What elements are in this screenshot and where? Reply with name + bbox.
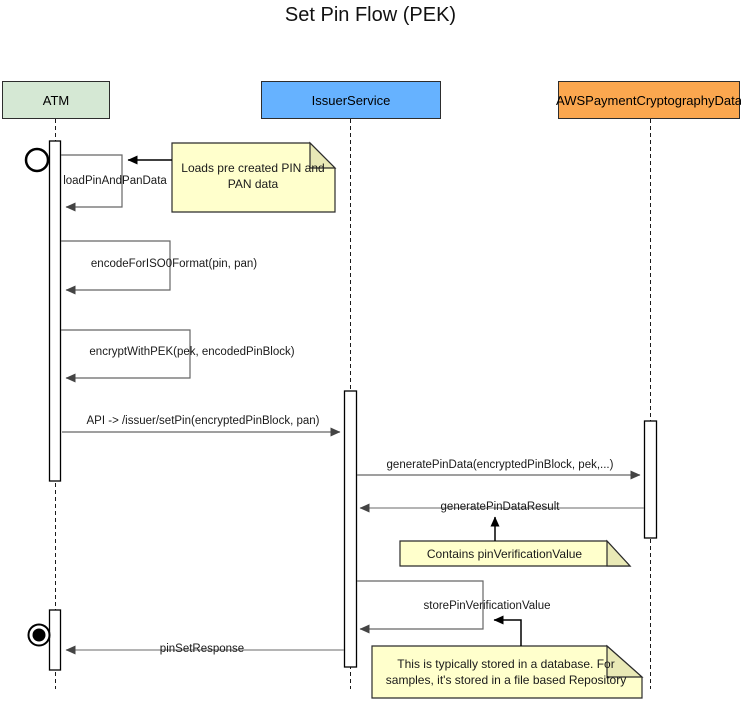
- label-encrypt-with-pek: encryptWithPEK(pek, encodedPinBlock): [89, 346, 295, 358]
- label-generate-pin-data: generatePinData(encryptedPinBlock, pek,.…: [386, 459, 614, 471]
- participant-issuerservice-label: IssuerService: [311, 92, 391, 108]
- activation-bar-issuerservice: [343, 390, 358, 668]
- activation-bar-atm-1: [48, 140, 62, 482]
- participant-aws-label: AWSPaymentCryptographyData: [556, 92, 741, 108]
- label-set-pin-api: API -> /issuer/setPin(encryptedPinBlock,…: [86, 415, 320, 427]
- start-node-circle: [24, 147, 50, 173]
- self-message-load-pin-and-pan-data: [61, 154, 123, 212]
- page-title: Set Pin Flow (PEK): [284, 4, 457, 26]
- note-connector-storage: [493, 615, 522, 646]
- note-load-pin-pan-text: Loads pre created PIN and PAN data: [181, 161, 325, 191]
- self-message-encrypt-with-pek: [61, 329, 191, 383]
- activation-bar-aws: [643, 420, 658, 539]
- label-encode-for-iso0-format: encodeForISO0Format(pin, pan): [90, 258, 258, 270]
- label-store-pin-verification-value: storePinVerificationValue: [423, 600, 551, 612]
- participant-awspaymentcryptographydata: AWSPaymentCryptographyData: [556, 81, 741, 119]
- participant-atm: ATM: [2, 81, 110, 119]
- self-message-encode-for-iso0-format: [61, 240, 171, 295]
- activation-bar-atm-2: [48, 609, 62, 671]
- label-pin-set-response: pinSetResponse: [159, 643, 245, 655]
- note-load-pin-pan: [171, 141, 337, 213]
- end-node-inner-circle: [32, 628, 46, 642]
- note-contains-pvv: [399, 539, 632, 567]
- label-generate-pin-data-result: generatePinDataResult: [440, 501, 560, 513]
- note-storage-text: This is typically stored in a database. …: [385, 657, 627, 687]
- participant-atm-label: ATM: [42, 92, 70, 108]
- note-contains-pvv-text: Contains pinVerificationValue: [426, 547, 583, 561]
- participant-issuerservice: IssuerService: [261, 81, 441, 119]
- label-load-pin-and-pan-data: loadPinAndPanData: [63, 175, 167, 187]
- note-storage: [371, 644, 644, 699]
- self-message-store-pin-verification-value: [357, 580, 484, 634]
